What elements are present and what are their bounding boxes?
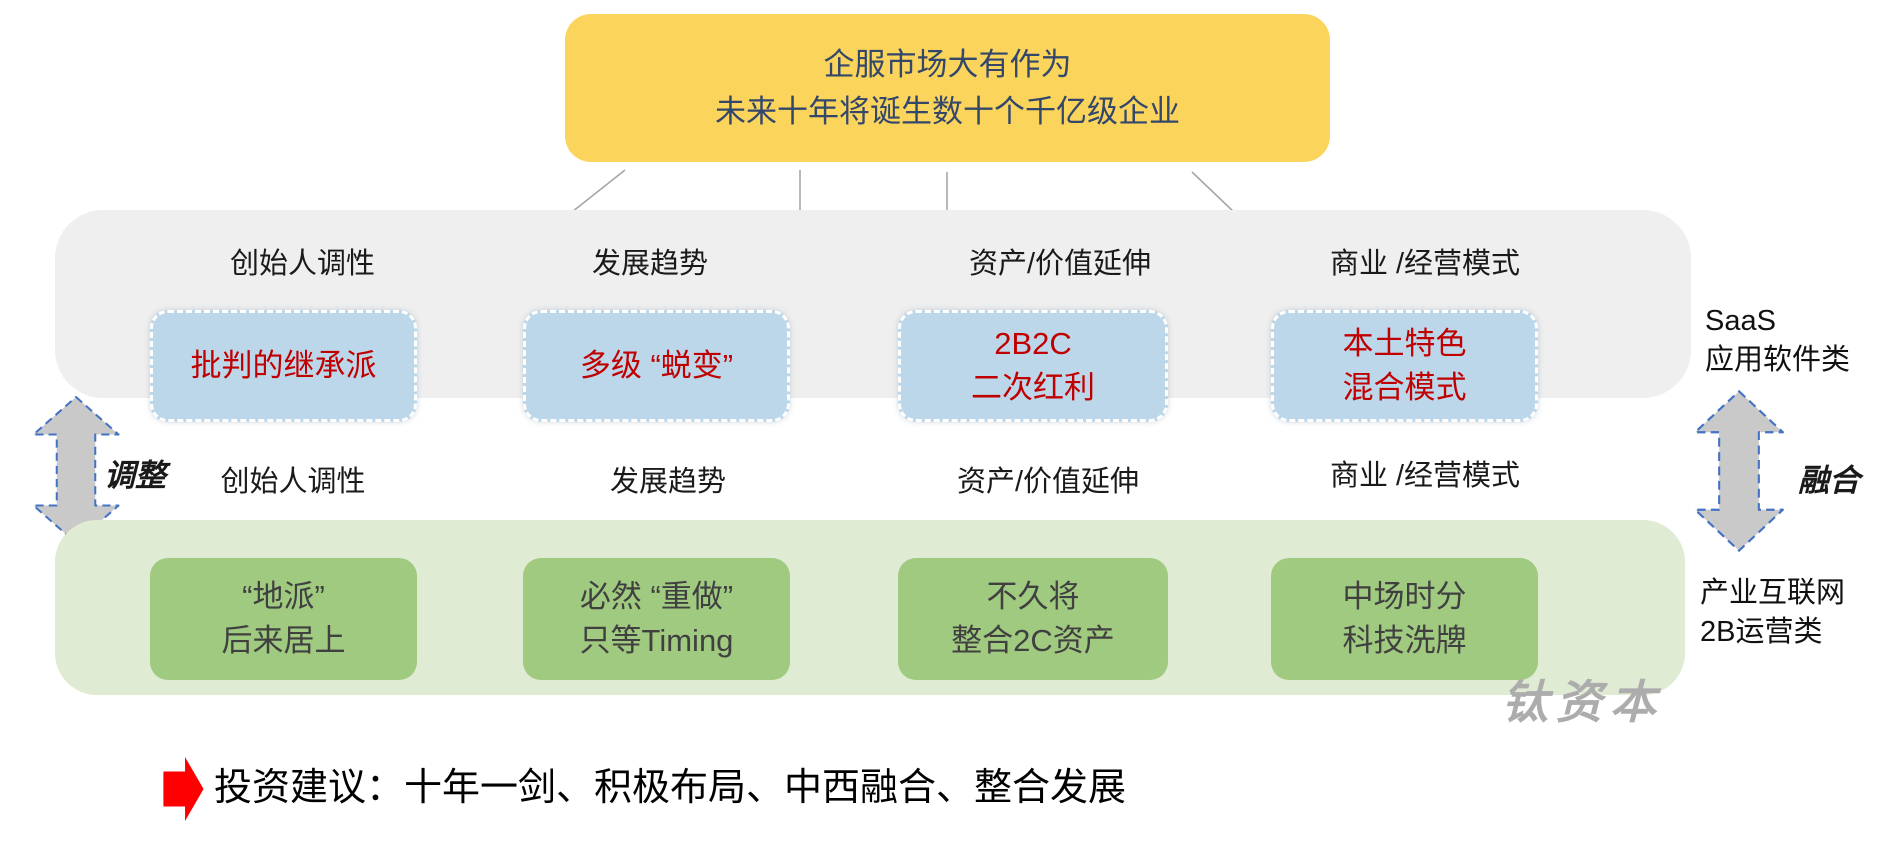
- adjust-label: 调整: [104, 458, 166, 493]
- b2b-box-asset: 不久将 整合2C资产: [898, 558, 1168, 680]
- saas-col-label-3: 资产/价值延伸: [968, 248, 1152, 280]
- saas-side-label: SaaS 应用软件类: [1705, 302, 1850, 380]
- title-line-2: 未来十年将诞生数十个千亿级企业: [715, 94, 1180, 129]
- b2b-side-label-line-2: 2B运营类: [1700, 616, 1823, 648]
- saas-col-label-4: 商业 /经营模式: [1329, 248, 1521, 280]
- title-box: 企服市场大有作为 未来十年将诞生数十个千亿级企业: [565, 14, 1330, 162]
- merge-label: 融合: [1798, 463, 1860, 498]
- b2b-side-label-line-1: 产业互联网: [1700, 577, 1846, 609]
- saas-box-founder-line-1: 批判的继承派: [190, 348, 377, 383]
- b2b-box-founder-line-2: 后来居上: [221, 623, 346, 658]
- b2b-box-trend: 必然 “重做” 只等Timing: [523, 558, 790, 680]
- saas-col-label-2: 发展趋势: [591, 248, 708, 280]
- b2b-box-asset-line-1: 不久将: [986, 579, 1080, 614]
- saas-box-trend-line-1: 多级 “蜕变”: [579, 348, 734, 383]
- red-arrow-icon: [163, 757, 204, 821]
- b2b-box-model: 中场时分 科技洗牌: [1271, 558, 1538, 680]
- saas-side-label-line-1: SaaS: [1705, 305, 1776, 337]
- b2b-box-trend-line-2: 只等Timing: [579, 623, 734, 658]
- saas-box-asset: 2B2C 二次红利: [898, 310, 1168, 422]
- right-updown-arrow-icon: [1694, 390, 1784, 552]
- b2b-box-model-line-1: 中场时分: [1342, 579, 1467, 614]
- saas-col-label-1: 创始人调性: [229, 248, 375, 280]
- saas-box-model-line-2: 混合模式: [1342, 370, 1467, 405]
- mid-col-label-2: 发展趋势: [609, 466, 726, 498]
- b2b-box-asset-line-2: 整合2C资产: [951, 623, 1115, 658]
- saas-box-trend: 多级 “蜕变”: [523, 310, 790, 422]
- saas-box-founder: 批判的继承派: [150, 310, 417, 422]
- ti-capital-watermark: 钛资本: [1502, 677, 1664, 728]
- saas-box-model: 本土特色 混合模式: [1271, 310, 1538, 422]
- b2b-box-founder: “地派” 后来居上: [150, 558, 417, 680]
- b2b-box-model-line-2: 科技洗牌: [1342, 623, 1467, 658]
- b2b-box-founder-line-1: “地派”: [242, 579, 325, 614]
- saas-box-asset-line-2: 二次红利: [971, 370, 1095, 405]
- b2b-box-trend-line-1: 必然 “重做”: [579, 579, 734, 614]
- mid-col-label-4: 商业 /经营模式: [1329, 460, 1521, 492]
- mid-col-label-3: 资产/价值延伸: [956, 466, 1140, 498]
- mid-col-label-1: 创始人调性: [220, 466, 366, 498]
- b2b-side-label: 产业互联网 2B运营类: [1700, 574, 1845, 652]
- title-line-1: 企服市场大有作为: [823, 47, 1072, 82]
- saas-box-asset-line-1: 2B2C: [994, 326, 1072, 361]
- saas-box-model-line-1: 本土特色: [1342, 326, 1467, 361]
- saas-side-label-line-2: 应用软件类: [1705, 344, 1851, 376]
- investment-advice-text: 投资建议：十年一剑、积极布局、中西融合、整合发展: [214, 767, 1127, 809]
